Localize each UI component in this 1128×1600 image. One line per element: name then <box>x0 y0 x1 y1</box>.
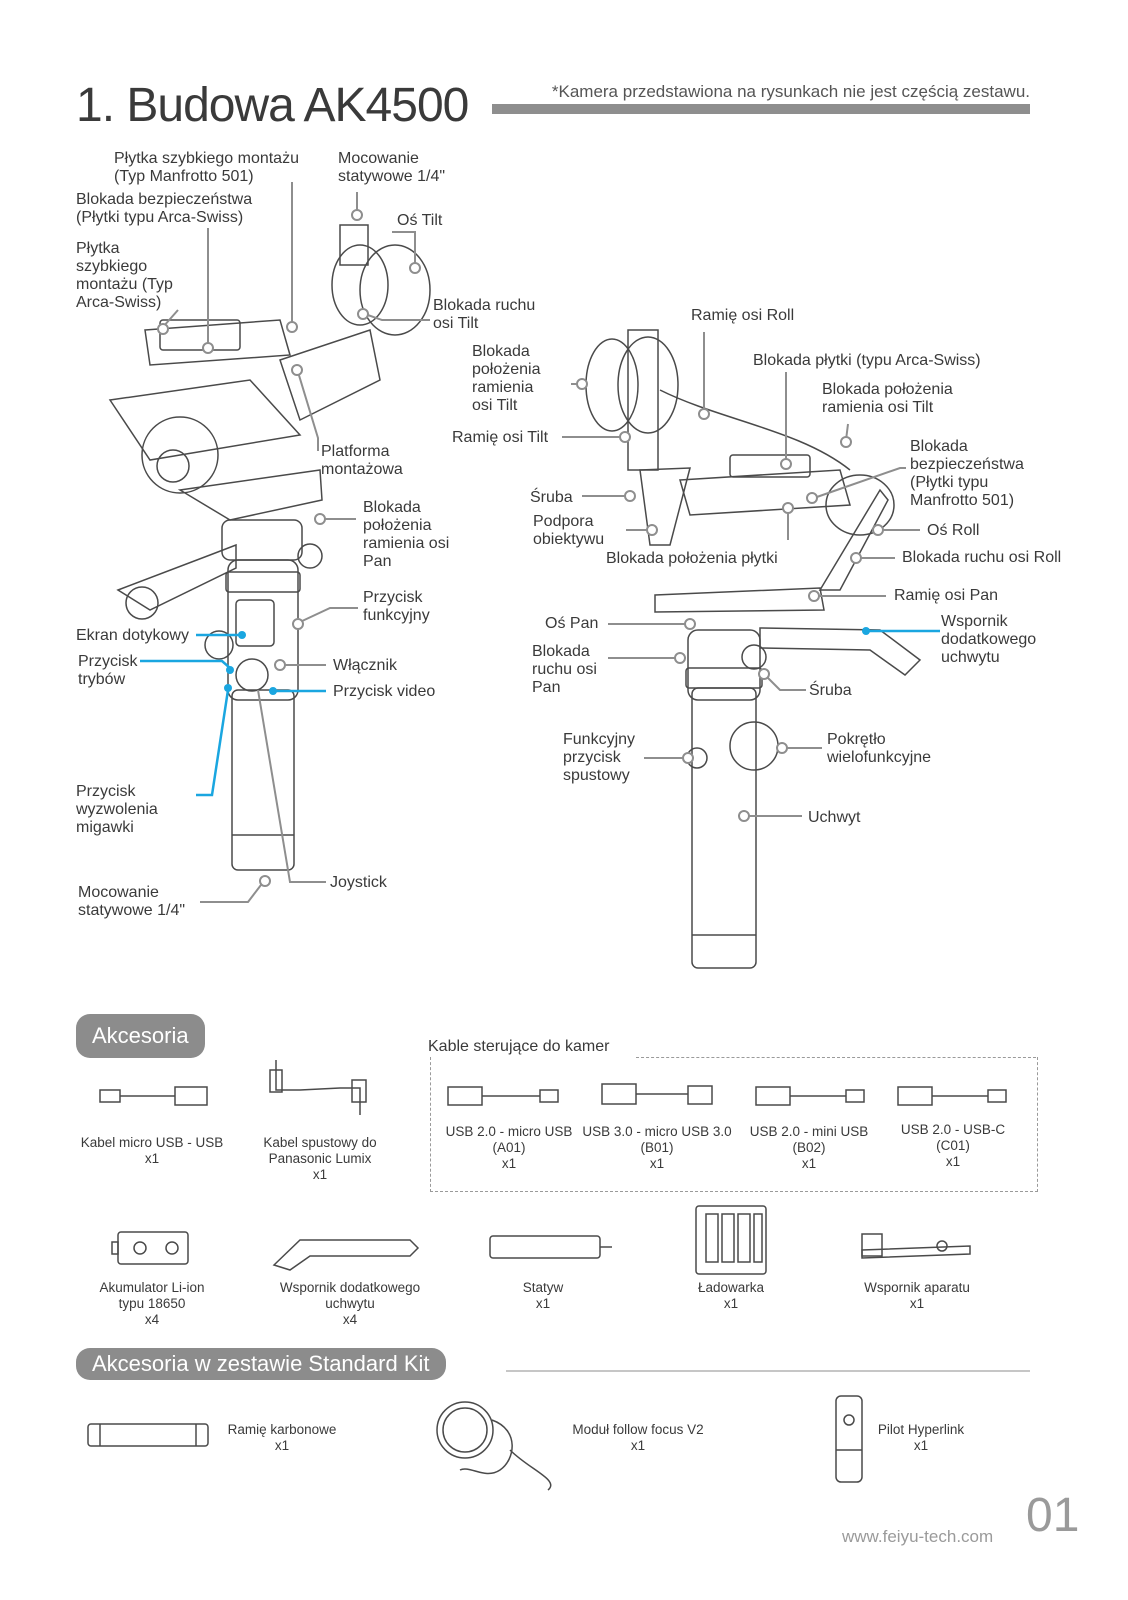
label-function-button: Przycisk funkcyjny <box>363 589 430 624</box>
label-shutter-button: Przycisk wyzwolenia migawki <box>76 783 158 836</box>
label-pan-axis: Oś Pan <box>545 615 599 632</box>
label-screw-bottom: Śruba <box>809 682 852 699</box>
camera-note: *Kamera przedstawiona na rysunkach nie j… <box>551 82 1030 101</box>
page-title: 1. Budowa AK4500 <box>76 79 469 132</box>
kit-caption: Pilot Hyperlink x1 <box>877 1422 965 1453</box>
label-screw-top: Śruba <box>530 489 573 506</box>
title-rule <box>492 104 1030 114</box>
label-tripod-mount-top: Mocowanie statywowe 1/4" <box>338 150 446 185</box>
accessory-caption: Wspornik aparatu x1 <box>864 1280 970 1311</box>
label-power-button: Włącznik <box>333 657 398 674</box>
cables-box-top <box>636 1057 1036 1058</box>
kit-caption: Moduł follow focus V2 x1 <box>572 1422 704 1453</box>
accessory-caption: Kabel micro USB - USB x1 <box>80 1135 224 1166</box>
label-safety-lock-arca: Blokada bezpieczeństwa (Płytki typu Arca… <box>76 191 253 226</box>
kit-caption: Ramię karbonowe x1 <box>227 1422 337 1453</box>
accessories-heading: Akcesoria <box>76 1014 205 1058</box>
accessory-caption: Kabel spustowy do Panasonic Lumix x1 <box>263 1135 377 1182</box>
label-mount-platform: Platforma montażowa <box>321 443 403 478</box>
label-tilt-arm: Ramię osi Tilt <box>452 429 549 446</box>
label-lens-support: Podpora obiektywu <box>533 513 605 548</box>
accessory-caption: USB 2.0 - mini USB (B02) x1 <box>749 1124 869 1171</box>
page-number: 01 <box>1026 1489 1080 1542</box>
label-roll-axis: Oś Roll <box>927 522 980 539</box>
label-extra-grip-bracket: Wspornik dodatkowego uchwytu <box>941 613 1037 666</box>
label-tilt-axis: Oś Tilt <box>397 212 443 229</box>
label-tilt-lock: Blokada ruchu osi Tilt <box>433 297 536 332</box>
label-tilt-arm-lock-right: Blokada położenia ramienia osi Tilt <box>822 381 953 416</box>
accessory-caption: Ładowarka x1 <box>697 1280 765 1311</box>
label-plate-lock-arca: Blokada płytki (typu Arca-Swiss) <box>753 352 981 369</box>
label-safety-lock-manfrotto: Blokada bezpieczeństwa (Płytki typu Manf… <box>910 438 1024 509</box>
label-video-button: Przycisk video <box>333 683 436 700</box>
cables-box <box>430 1057 1038 1192</box>
standard-kit-heading: Akcesoria w zestawie Standard Kit <box>76 1348 446 1380</box>
accessory-caption: USB 2.0 - USB-C (C01) x1 <box>900 1122 1006 1169</box>
label-roll-arm: Ramię osi Roll <box>691 307 795 324</box>
footer-url: www.feiyu-tech.com <box>842 1527 994 1546</box>
accessory-caption: USB 2.0 - micro USB (A01) x1 <box>445 1124 573 1171</box>
label-pan-arm-lock: Blokada położenia ramienia osi Pan <box>363 499 450 570</box>
control-cables-heading: Kable sterujące do kamer <box>428 1038 610 1055</box>
accessory-caption: Wspornik dodatkowego uchwytu x4 <box>279 1280 421 1327</box>
label-mode-button: Przycisk trybów <box>78 653 138 688</box>
label-quick-plate-arca: Płytka szybkiego montażu (Typ Arca-Swiss… <box>76 240 173 311</box>
accessory-caption: Akumulator Li-ion typu 18650 x4 <box>99 1280 205 1327</box>
label-tilt-arm-lock-left: Blokada położenia ramienia osi Tilt <box>472 343 541 414</box>
label-pan-arm: Ramię osi Pan <box>894 587 999 604</box>
label-plate-position-lock: Blokada położenia płytki <box>606 550 778 567</box>
label-joystick: Joystick <box>330 874 387 891</box>
label-tripod-mount-bottom: Mocowanie statywowe 1/4" <box>78 884 186 919</box>
label-roll-lock: Blokada ruchu osi Roll <box>902 549 1062 566</box>
label-quick-plate-manfrotto: Płytka szybkiego montażu (Typ Manfrotto … <box>114 150 299 185</box>
label-multi-knob: Pokrętło wielofunkcyjne <box>827 731 932 766</box>
accessory-caption: Statyw x1 <box>522 1280 564 1311</box>
accessory-caption: USB 3.0 - micro USB 3.0 (B01) x1 <box>582 1124 732 1171</box>
label-function-trigger: Funkcyjny przycisk spustowy <box>563 731 636 784</box>
label-touch-screen: Ekran dotykowy <box>76 627 189 644</box>
label-handle: Uchwyt <box>808 809 861 826</box>
label-pan-lock: Blokada ruchu osi Pan <box>532 643 597 696</box>
